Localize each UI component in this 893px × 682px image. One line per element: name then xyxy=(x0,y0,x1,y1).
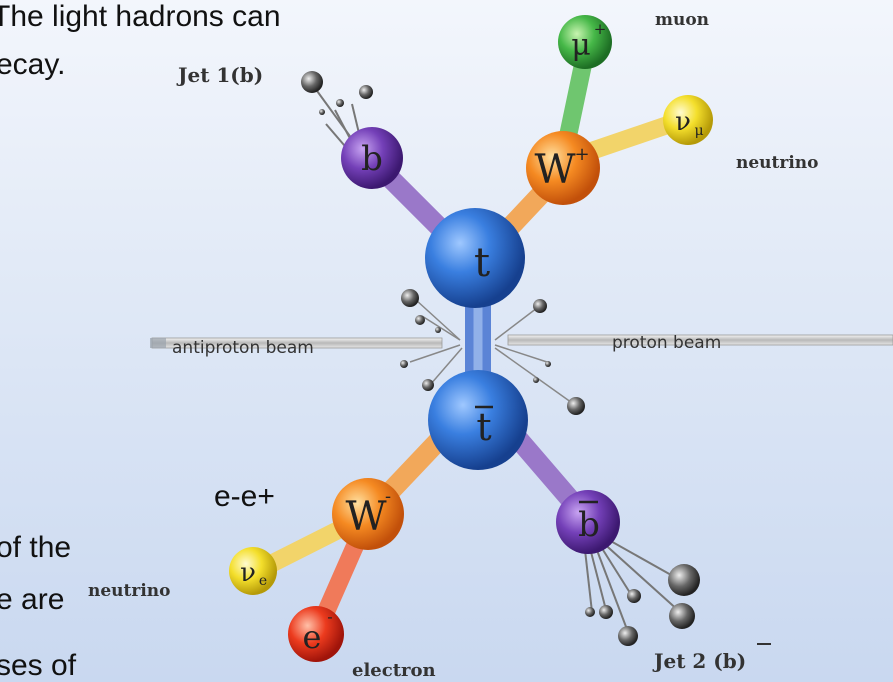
slide-text-frag3: e are xyxy=(0,583,65,616)
anti-b-quark: b xyxy=(556,490,620,554)
anti-top-symbol: t xyxy=(476,405,491,449)
muon-neutrino: ν μ xyxy=(663,95,713,145)
slide-text-frag4: ses of xyxy=(0,649,77,682)
w-minus-charge: - xyxy=(385,486,391,507)
b-quark-symbol: b xyxy=(361,139,383,179)
w-plus-charge: + xyxy=(574,144,589,165)
w-minus-symbol: W xyxy=(345,494,386,540)
label-proton-beam: proton beam xyxy=(612,333,721,353)
w-minus-boson: W - xyxy=(332,478,404,550)
nu-e-symbol: ν xyxy=(240,558,256,588)
muon-charge: + xyxy=(594,20,607,38)
muon-particle: μ + xyxy=(558,15,612,69)
jet2-spray xyxy=(584,534,681,633)
electron-particle: e - xyxy=(288,606,344,662)
top-quark-symbol: t xyxy=(474,240,490,286)
jet2-particles xyxy=(585,564,700,646)
label-neutrino-bottom: neutrino xyxy=(88,581,171,601)
slide-text-frag1: e-e+ xyxy=(214,480,275,513)
b-quark: b xyxy=(341,127,403,189)
slide-text-line2: ecay. xyxy=(0,48,66,81)
jet1-particles xyxy=(301,71,373,115)
w-plus-symbol: W xyxy=(534,147,575,193)
slide-text-line1: The light hadrons can xyxy=(0,0,281,33)
anti-b-symbol: b xyxy=(578,505,600,545)
anti-top-quark: t xyxy=(428,370,528,470)
nu-e-subscript: e xyxy=(259,573,267,589)
electron-symbol: e xyxy=(303,618,322,656)
electron-neutrino: ν e xyxy=(229,547,277,595)
label-antiproton-beam: antiproton beam xyxy=(172,338,314,358)
label-jet1: Jet 1(b) xyxy=(176,63,263,87)
muon-symbol: μ xyxy=(571,28,591,63)
electron-charge: - xyxy=(327,607,332,626)
label-neutrino-top: neutrino xyxy=(736,153,819,173)
nu-mu-subscript: μ xyxy=(694,123,703,139)
label-jet2: Jet 2 (b) xyxy=(652,649,746,673)
label-electron: electron xyxy=(352,660,436,681)
collision-debris xyxy=(400,289,585,415)
label-muon: muon xyxy=(655,10,709,30)
slide-text-frag2: of the xyxy=(0,531,72,564)
w-plus-boson: W + xyxy=(526,131,600,205)
nu-mu-symbol: ν xyxy=(675,107,691,137)
top-quark: t xyxy=(425,208,525,308)
beam-line xyxy=(150,334,893,349)
